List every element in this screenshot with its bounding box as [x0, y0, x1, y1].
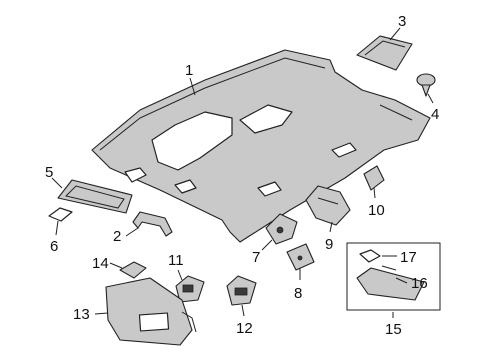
hook-bracket: [363, 165, 385, 191]
map-lamp-detail-box: [346, 242, 441, 311]
leader-line-14: [109, 262, 123, 269]
leader-line-5: [51, 177, 63, 189]
headliner-rear-recess: [239, 104, 293, 134]
leader-line-12: [241, 304, 245, 317]
grab-handle: [132, 211, 173, 237]
callout-16: 16: [411, 275, 428, 292]
headliner-panel: [91, 49, 431, 243]
callout-14: 14: [92, 255, 109, 272]
sensor-bracket: [286, 243, 315, 271]
callout-3: 3: [398, 13, 406, 30]
sunroof-opening: [151, 111, 233, 171]
callout-6: 6: [50, 238, 58, 255]
headliner-handle-recess-front: [124, 167, 197, 194]
leader-line-9: [329, 221, 333, 233]
callout-5: 5: [45, 164, 53, 181]
callout-17: 17: [400, 249, 417, 266]
leader-line-2: [125, 227, 139, 237]
leader-line-10: [373, 187, 376, 199]
callout-7: 7: [252, 249, 260, 266]
leader-line-6: [55, 220, 59, 236]
leader-line-7: [261, 239, 273, 251]
callout-11: 11: [168, 252, 184, 269]
dome-lamp-assembly: [305, 185, 351, 226]
leader-line-1: [189, 77, 196, 96]
leader-line-13: [94, 312, 109, 315]
callout-1: 1: [185, 62, 193, 79]
headliner-handle-recess-rear: [257, 142, 357, 197]
leader-line-3: [389, 27, 401, 41]
callout-4: 4: [431, 106, 439, 123]
callout-15: 15: [385, 321, 402, 338]
callout-13: 13: [73, 306, 90, 323]
lamp-lens: [48, 207, 73, 222]
leader-line-11: [177, 269, 183, 281]
switch-module-12: [226, 275, 257, 306]
callout-12: 12: [236, 320, 253, 337]
callout-10: 10: [368, 202, 385, 219]
mounting-bracket: [265, 213, 298, 245]
leader-line-4: [427, 93, 434, 104]
sun-visor: [105, 277, 197, 346]
callout-9: 9: [325, 236, 333, 253]
reading-lamp-housing: [356, 35, 413, 71]
overhead-console: [57, 179, 133, 214]
retainer-clip: [416, 73, 436, 97]
callout-8: 8: [294, 285, 302, 302]
visor-clip: [119, 261, 147, 279]
callout-2: 2: [113, 228, 121, 245]
